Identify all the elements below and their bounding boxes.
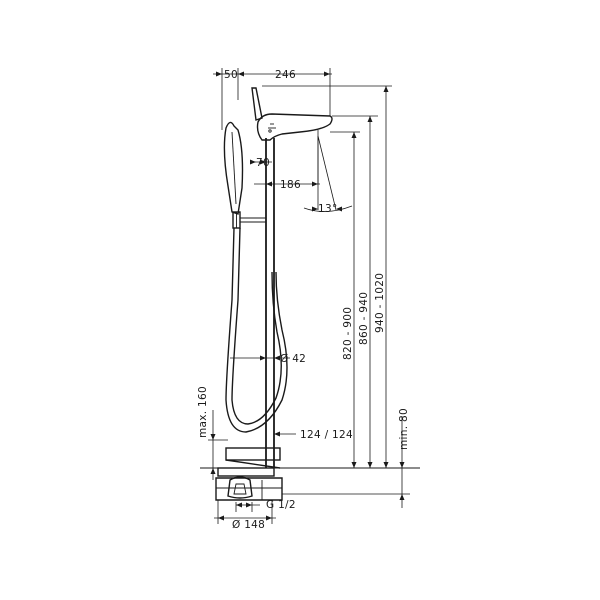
dim-angle-70: 70: [256, 157, 270, 169]
dim-diameter-148: Ø 148: [232, 519, 265, 531]
dim-min-80: min. 80: [398, 408, 410, 450]
dim-spout-246: 246: [275, 69, 296, 81]
dim-angle-13: 13°: [318, 203, 338, 215]
dim-diameter-42: Ø 42: [280, 353, 306, 365]
dim-height-860-940: 860 - 940: [358, 292, 370, 345]
dim-base-124: 124 / 124: [300, 429, 353, 441]
dim-height-820-900: 820 - 900: [342, 307, 354, 360]
dimension-labels: 50 246 70 186 13° Ø 42 820 - 900 860 - 9…: [197, 69, 410, 531]
dim-height-940-1020: 940 - 1020: [374, 273, 386, 333]
dim-offset-50: 50: [224, 69, 238, 81]
dim-reach-186: 186: [280, 179, 301, 191]
dimension-lines: [208, 68, 410, 524]
faucet-outline: [200, 87, 420, 501]
dim-thread-g12: G 1/2: [266, 499, 296, 511]
dim-max-160: max. 160: [197, 386, 209, 438]
